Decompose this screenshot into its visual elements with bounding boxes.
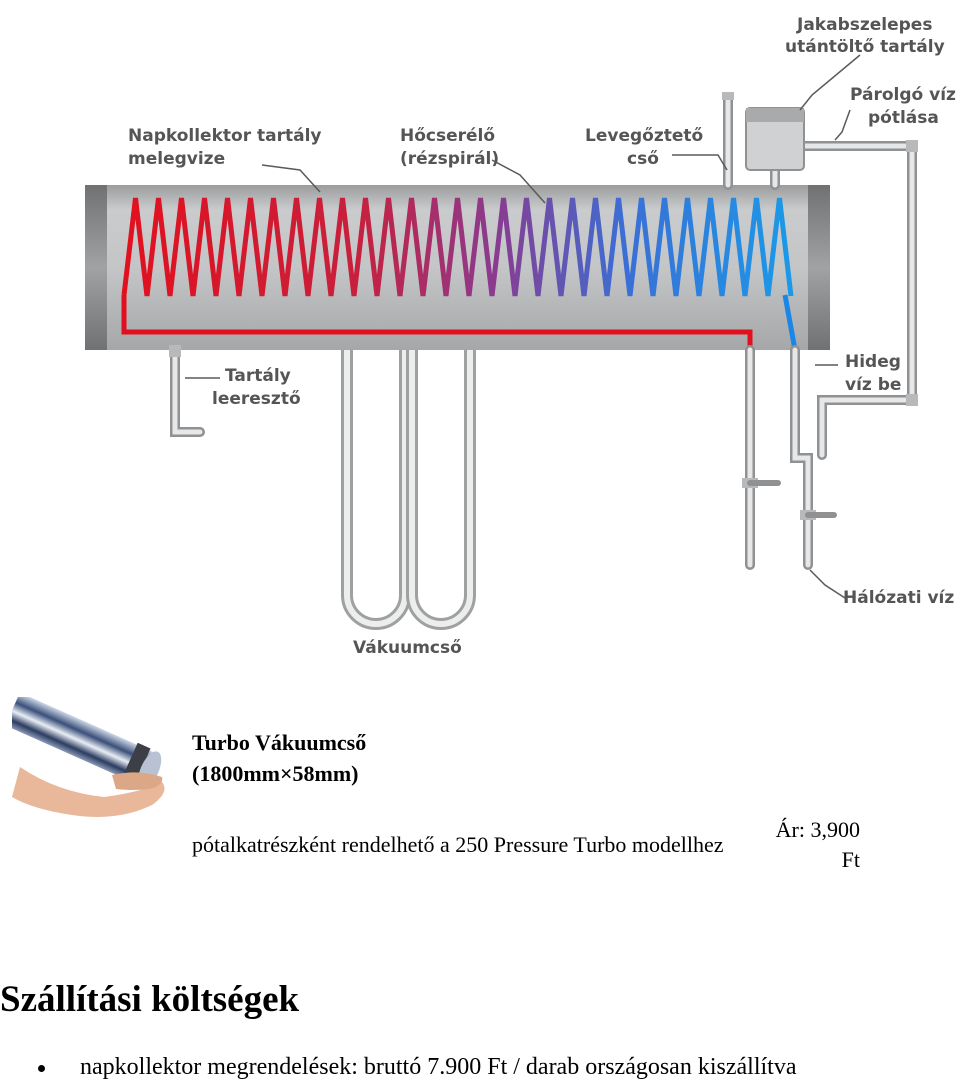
label-cold-water-1: Hideg [845, 352, 901, 372]
label-tank-drain-1: Tartály [225, 366, 291, 386]
heat-exchanger-coil [121, 197, 798, 351]
label-tank-drain-2: leeresztő [212, 389, 301, 409]
label-vent-pipe-2: cső [627, 149, 659, 169]
refill-tank [745, 107, 805, 171]
product-title-line2: (1800mm×58mm) [192, 761, 359, 786]
label-refill-tank-1: Jakabszelepes [796, 15, 932, 35]
label-collector-tank-2: melegvize [128, 149, 225, 169]
price-line1: Ár: 3,900 [775, 817, 860, 842]
shipping-item: napkollektor megrendelések: bruttó 7.900… [38, 1047, 797, 1087]
shipping-list: napkollektor megrendelések: bruttó 7.900… [0, 1047, 796, 1087]
product-price: Ár: 3,900 Ft [700, 815, 860, 875]
label-vacuum-tube: Vákuumcső [353, 638, 462, 658]
label-cold-water-2: víz be [845, 375, 901, 395]
label-refill-tank-2: utántöltő tartály [785, 37, 945, 57]
product-title-line1: Turbo Vákuumcső [192, 730, 367, 755]
label-evaporating-water-2: pótlása [868, 108, 939, 128]
leader-lines [185, 54, 861, 599]
label-collector-tank-1: Napkollektor tartály [128, 126, 321, 146]
label-evaporating-water-1: Párolgó víz [850, 85, 956, 105]
product-photo [12, 697, 174, 827]
pipework [169, 92, 918, 570]
solar-collector-diagram: Napkollektor tartály melegvize Hőcserélő… [85, 15, 956, 658]
shipping-heading: Szállítási költségek [0, 979, 300, 1020]
product-title: Turbo Vákuumcső (1800mm×58mm) [192, 727, 492, 789]
product-description: pótalkatrészként rendelhető a 250 Pressu… [192, 832, 724, 857]
price-line2: Ft [841, 847, 860, 872]
shipping-item-text: napkollektor megrendelések: bruttó 7.900… [80, 1054, 797, 1080]
bullet-icon [38, 1065, 45, 1072]
label-mains-water: Hálózati víz [843, 588, 954, 608]
vacuum-tubes [341, 350, 476, 630]
label-heat-exchanger-1: Hőcserélő [400, 126, 495, 146]
label-vent-pipe-1: Levegőztető [585, 126, 703, 146]
label-heat-exchanger-2: (rézspirál) [400, 149, 499, 169]
